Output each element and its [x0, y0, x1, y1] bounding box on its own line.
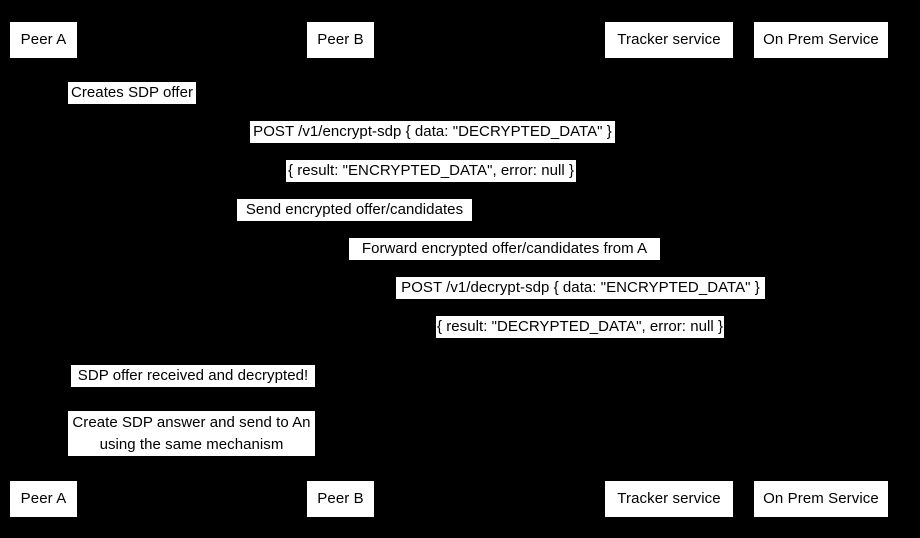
message-label-decrypt-sdp-result[interactable]: { result: "DECRYPTED_DATA", error: null … [436, 316, 724, 338]
message-text: { result: "ENCRYPTED_DATA", error: null … [287, 162, 575, 179]
message-text: POST /v1/decrypt-sdp { data: "ENCRYPTED_… [401, 279, 760, 296]
participant-label: Peer A [20, 30, 67, 48]
participant-box-tracker-service-top[interactable]: Tracker service [605, 22, 733, 58]
participant-box-peer-b-top[interactable]: Peer B [307, 22, 374, 58]
participant-label: On Prem Service [763, 30, 879, 48]
participant-box-tracker-service-bottom[interactable]: Tracker service [605, 481, 733, 517]
message-label-sdp-offer-received[interactable]: SDP offer received and decrypted! [71, 365, 315, 387]
participant-label: Tracker service [617, 489, 721, 507]
message-text: Create SDP answer and send to An using t… [72, 414, 311, 453]
message-text: { result: "DECRYPTED_DATA", error: null … [436, 318, 724, 335]
message-label-forward-encrypted-offer[interactable]: Forward encrypted offer/candidates from … [349, 238, 660, 260]
message-text: SDP offer received and decrypted! [77, 367, 309, 384]
message-text: Creates SDP offer [70, 84, 194, 101]
message-text: Send encrypted offer/candidates [245, 201, 464, 218]
message-text: POST /v1/encrypt-sdp { data: "DECRYPTED_… [253, 123, 612, 140]
message-label-send-encrypted-offer[interactable]: Send encrypted offer/candidates [237, 199, 472, 221]
message-label-post-decrypt-sdp[interactable]: POST /v1/decrypt-sdp { data: "ENCRYPTED_… [396, 277, 765, 299]
participant-label: Peer B [317, 489, 364, 507]
participant-label: Peer B [317, 30, 364, 48]
message-label-create-sdp-answer[interactable]: Create SDP answer and send to An using t… [68, 411, 315, 456]
message-label-encrypt-sdp-result[interactable]: { result: "ENCRYPTED_DATA", error: null … [286, 160, 576, 182]
participant-label: On Prem Service [763, 489, 879, 507]
participant-box-peer-b-bottom[interactable]: Peer B [307, 481, 374, 517]
participant-box-peer-a-bottom[interactable]: Peer A [10, 481, 77, 517]
participant-label: Tracker service [617, 30, 721, 48]
participant-label: Peer A [20, 489, 67, 507]
participant-box-on-prem-service-top[interactable]: On Prem Service [754, 22, 888, 58]
participant-box-on-prem-service-bottom[interactable]: On Prem Service [754, 481, 888, 517]
message-text: Forward encrypted offer/candidates from … [361, 240, 648, 257]
message-label-post-encrypt-sdp[interactable]: POST /v1/encrypt-sdp { data: "DECRYPTED_… [250, 121, 615, 143]
participant-box-peer-a-top[interactable]: Peer A [10, 22, 77, 58]
message-label-creates-sdp-offer[interactable]: Creates SDP offer [68, 82, 196, 104]
